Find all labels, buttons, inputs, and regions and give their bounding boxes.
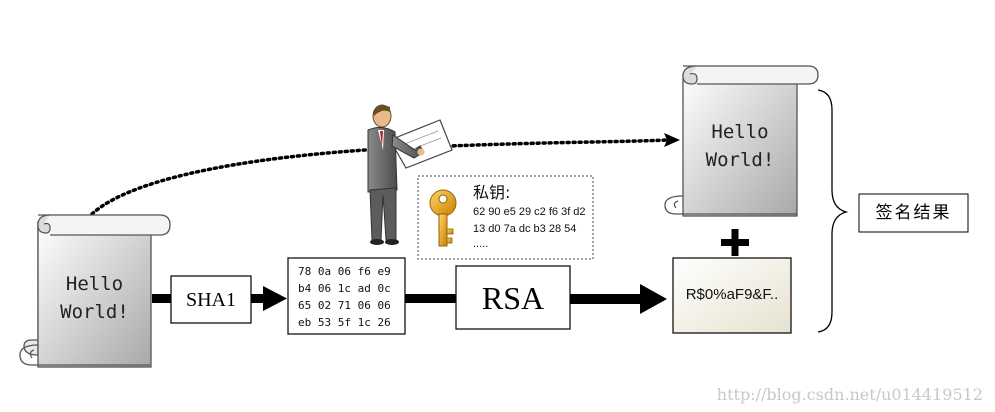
digest-line: b4 06 1c ad 0c [298, 282, 391, 295]
private-key-line: 62 90 e5 29 c2 f6 3f d2 [473, 206, 586, 218]
signed-scroll-line2: World! [705, 149, 775, 171]
private-key-title: 私钥: [473, 183, 511, 202]
watermark: http://blog.csdn.net/u014419512 [716, 385, 983, 404]
key-icon [429, 189, 457, 247]
hash-digest-text: 78 0a 06 f6 e9 b4 06 1c ad 0c 65 02 71 0… [298, 263, 391, 331]
source-document-scroll [19, 214, 171, 368]
rsa-to-cipher-arrow [570, 284, 667, 314]
private-key-line: ..... [473, 238, 489, 250]
rsa-box [455, 265, 571, 330]
private-key-text: 私钥: 62 90 e5 29 c2 f6 3f d2 13 d0 7a dc … [473, 182, 586, 250]
digest-to-rsa-arrow [405, 294, 456, 303]
digest-line: eb 53 5f 1c 26 [298, 316, 391, 329]
sha1-box [170, 275, 252, 324]
cipher-box [672, 257, 792, 334]
sha1-arrow-out [251, 286, 287, 311]
businessman-figure [367, 104, 453, 245]
digest-line: 65 02 71 06 06 [298, 299, 391, 312]
source-scroll-line1: Hello [65, 273, 124, 295]
hash-digest-box [287, 257, 406, 335]
private-key-line: 13 d0 7a dc b3 28 54 [473, 223, 577, 235]
signed-document-scroll [664, 65, 819, 217]
source-scroll-text: Hello World! [38, 270, 151, 326]
signature-result-box [858, 193, 969, 233]
private-key-box [417, 175, 594, 260]
cipher-label: R$0%aF9&F.. [685, 286, 779, 303]
plus-icon [721, 229, 749, 256]
sha1-label: SHA1 [185, 289, 236, 311]
digest-line: 78 0a 06 f6 e9 [298, 265, 391, 278]
source-scroll-line2: World! [60, 301, 129, 323]
signature-result-label: 签名结果 [875, 203, 952, 223]
sha1-arrow-in [152, 294, 172, 303]
curly-brace [817, 89, 849, 333]
rsa-label: RSA [481, 280, 545, 316]
signed-scroll-text: Hello World! [683, 118, 797, 174]
signed-scroll-line1: Hello [711, 121, 769, 143]
